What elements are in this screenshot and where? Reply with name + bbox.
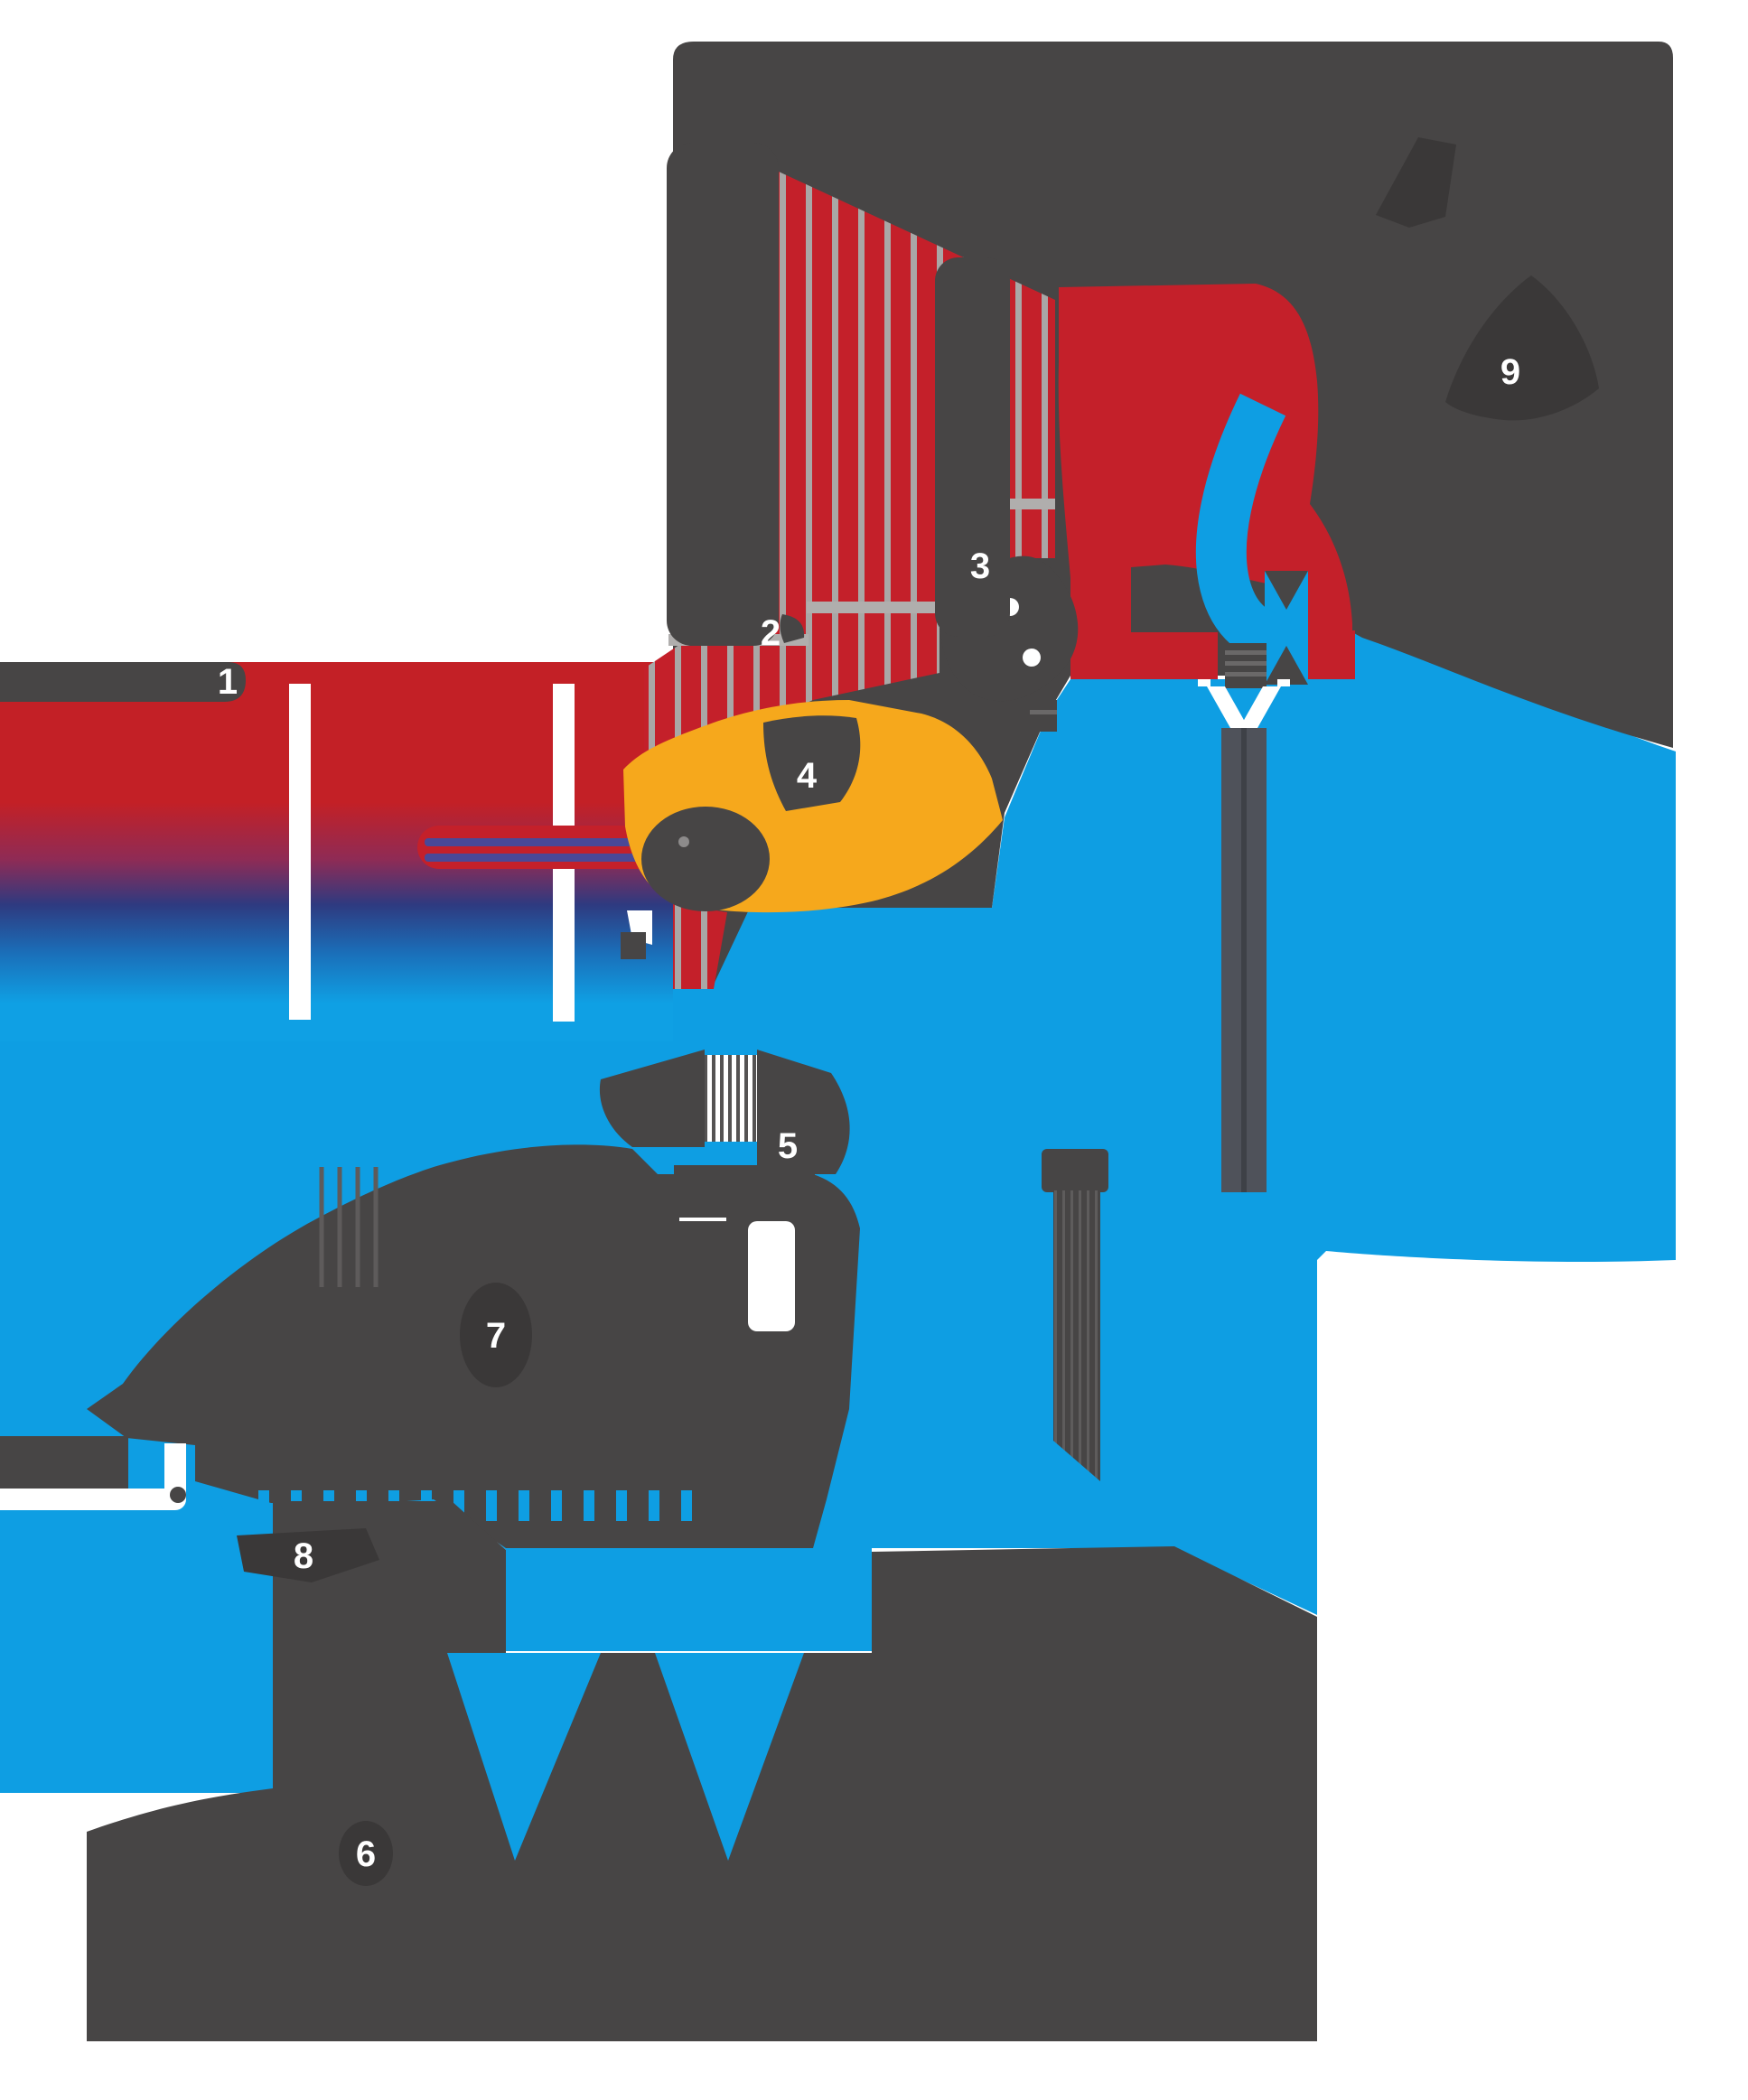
flue-stripes-tail xyxy=(673,903,727,989)
burner-port xyxy=(641,807,770,911)
callout-7[interactable]: 7 xyxy=(486,1316,506,1356)
probe-tick-left xyxy=(1198,679,1211,686)
fitting-threads xyxy=(705,1055,757,1142)
probe-collar-left xyxy=(1207,686,1248,728)
fitting-neck xyxy=(674,1165,790,1221)
valve-pinch-bottom xyxy=(1265,646,1308,685)
hot-channel-right xyxy=(1308,630,1355,679)
probe-tick-right xyxy=(1277,679,1290,686)
fitting-nub-right xyxy=(790,1174,815,1192)
pump-blue-pocket xyxy=(220,1503,262,1557)
anode-rod-head xyxy=(1042,1149,1108,1192)
probe-stem-line-3 xyxy=(1225,672,1267,677)
fitting-left-lobe xyxy=(599,1050,705,1147)
callout-6-badge[interactable] xyxy=(339,1821,393,1886)
callout-8-badge[interactable] xyxy=(237,1528,379,1582)
probe-bar-core xyxy=(1241,728,1247,1192)
base-blue-wedge-1 xyxy=(447,1653,601,1861)
callout-1[interactable]: 1 xyxy=(218,662,238,702)
flame-cone xyxy=(763,715,861,811)
fitting-white-pipe xyxy=(748,1221,795,1331)
cold-inlet-pipe xyxy=(1195,393,1293,668)
probe-stem-line-1 xyxy=(1225,650,1267,655)
callout-5[interactable]: 5 xyxy=(778,1126,798,1166)
hot-channel-left xyxy=(1070,632,1218,679)
connector-stem-line xyxy=(1030,710,1057,714)
callout-6[interactable]: 6 xyxy=(356,1834,376,1874)
outlet-pipe-joint xyxy=(170,1487,186,1503)
pump-left-arm xyxy=(0,1436,128,1490)
fitting-nub-left xyxy=(649,1174,674,1192)
callout-3[interactable]: 3 xyxy=(970,546,990,586)
connector-stem xyxy=(1030,700,1057,732)
callout-8[interactable]: 8 xyxy=(294,1536,313,1576)
insulation-lump-small xyxy=(1376,137,1456,228)
callout-1-bar xyxy=(0,662,246,702)
hot-flow-region xyxy=(1058,284,1352,641)
flue-column-left xyxy=(667,143,779,646)
callout-2[interactable]: 2 xyxy=(761,613,781,653)
base-blue-wedge-2 xyxy=(655,1653,804,1861)
flue-column-right xyxy=(935,257,1010,637)
fitting-body-below xyxy=(676,1221,748,1331)
callout-4[interactable]: 4 xyxy=(797,756,818,796)
probe-stem-line-2 xyxy=(1225,661,1267,666)
pump-texture-lines xyxy=(319,1167,379,1287)
callout-9[interactable]: 9 xyxy=(1500,352,1520,392)
callout-7-badge[interactable] xyxy=(460,1283,532,1387)
valve-pinch-top xyxy=(1265,571,1308,610)
callout-2-nub xyxy=(780,614,805,643)
insulation-lump-9 xyxy=(1445,275,1599,421)
callout-labels: 1 2 3 4 5 6 7 8 9 xyxy=(218,352,1520,1874)
anode-rod-body xyxy=(1053,1190,1100,1481)
probe-collar-right xyxy=(1239,686,1281,728)
dip-tube-left xyxy=(289,684,311,1020)
pilot-dot-2 xyxy=(1023,649,1041,667)
burner-dark-brick xyxy=(621,932,646,959)
burner-port-highlight xyxy=(678,836,689,847)
fitting-right-lobe xyxy=(757,1050,850,1174)
